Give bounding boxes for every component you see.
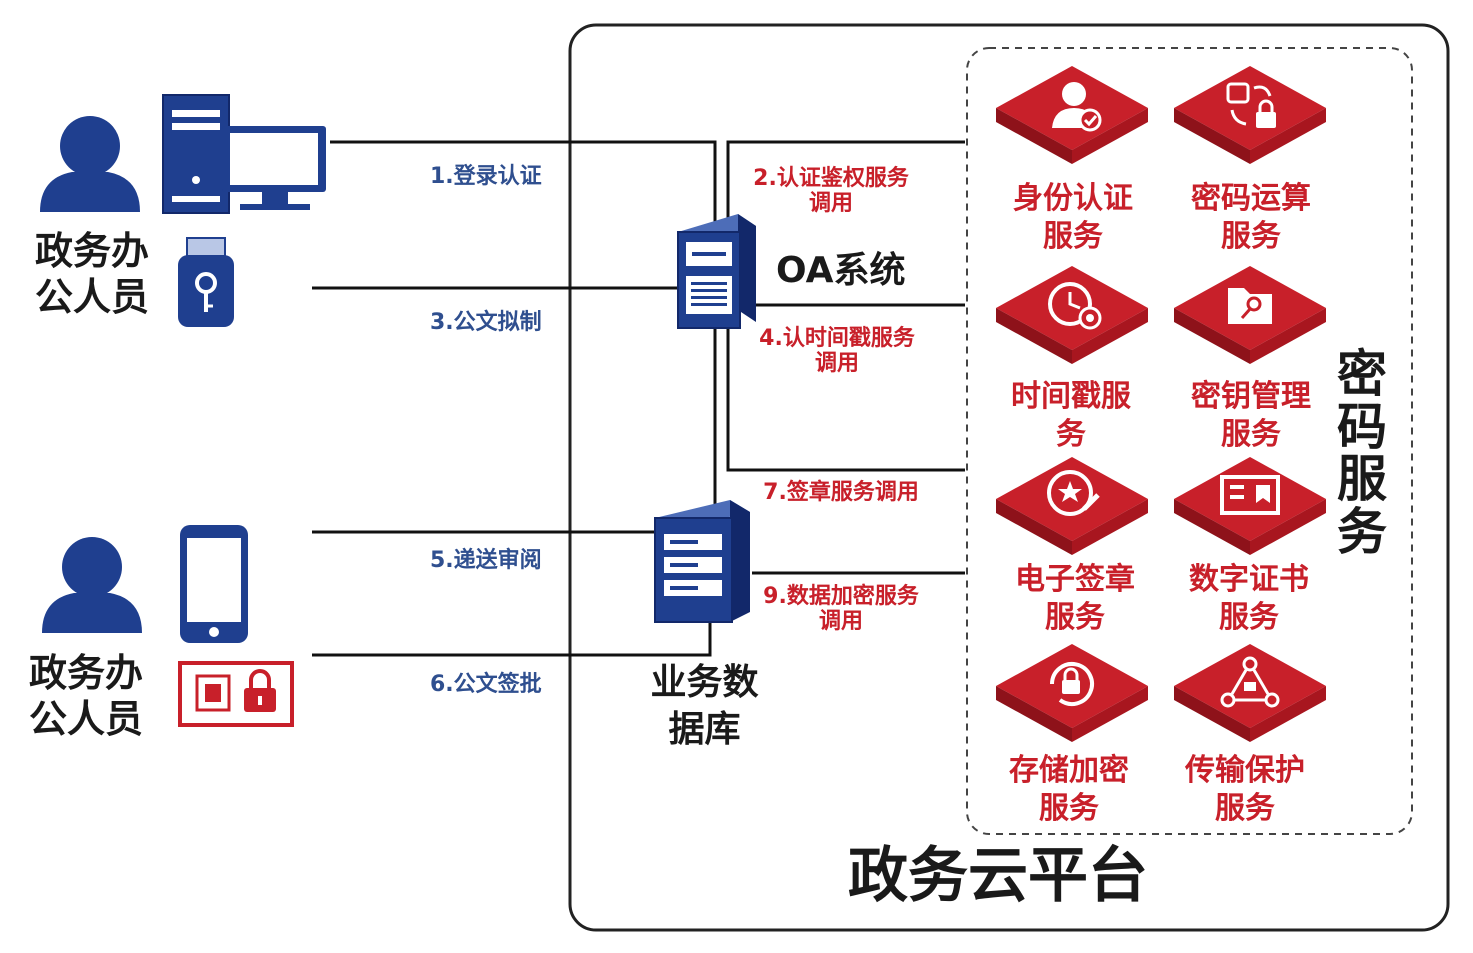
digital-certificate-icon (1174, 457, 1326, 555)
flow-label-3: 3.公文拟制 (430, 310, 542, 335)
flow-label-7: 7.签章服务调用 (763, 480, 919, 505)
service-label-timestamp: 时间戳服务 (1011, 379, 1131, 452)
crypto-service-title: 密码服务 (1337, 345, 1387, 561)
desktop-computer-icon (162, 94, 326, 214)
flow-label-5: 5.递送审阅 (430, 548, 542, 573)
key-management-icon (1174, 266, 1326, 364)
service-label-key-management: 密钥管理服务 (1191, 379, 1311, 452)
database-label: 业务数据库 (650, 662, 759, 750)
oa-server-icon (677, 214, 756, 329)
cloud-platform-title: 政务云平台 (848, 841, 1148, 911)
storage-encryption-icon (996, 644, 1148, 742)
flow-label-6: 6.公文签批 (430, 672, 542, 697)
mobile-phone-icon (180, 525, 248, 643)
electronic-seal-icon (996, 457, 1148, 555)
user-1-avatar-icon (40, 116, 140, 212)
transmission-protection-icon (1174, 644, 1326, 742)
service-label-storage-encryption: 存储加密服务 (1009, 753, 1129, 826)
flow-label-2: 2.认证鉴权服务调用 (753, 166, 909, 217)
crypto-service-frame (966, 47, 1413, 835)
security-chip-card-icon (178, 661, 294, 727)
user-2-label: 政务办公人员 (28, 651, 143, 742)
service-label-transmission-protection: 传输保护服务 (1185, 753, 1305, 826)
user-1-label: 政务办公人员 (34, 229, 149, 320)
usb-key-icon (178, 237, 234, 327)
service-label-crypto-operation: 密码运算服务 (1191, 181, 1311, 254)
database-server-icon (654, 500, 750, 623)
timestamp-icon (996, 266, 1148, 364)
flow-label-1: 1.登录认证 (430, 164, 542, 189)
service-label-digital-certificate: 数字证书服务 (1189, 562, 1309, 635)
service-label-identity-auth: 身份认证服务 (1013, 181, 1133, 254)
flow-line-6 (312, 622, 712, 657)
cloud-platform-frame (568, 23, 1450, 932)
flow-line-1 (330, 140, 717, 508)
flow-label-9: 9.数据加密服务调用 (763, 584, 919, 635)
crypto-operation-icon (1174, 66, 1326, 164)
user-2-avatar-icon (42, 537, 142, 633)
oa-system-label: OA系统 (776, 250, 906, 291)
service-label-electronic-seal: 电子签章服务 (1015, 562, 1135, 635)
identity-auth-icon (996, 66, 1148, 164)
flow-label-4: 4.认时间戳服务调用 (759, 326, 915, 377)
